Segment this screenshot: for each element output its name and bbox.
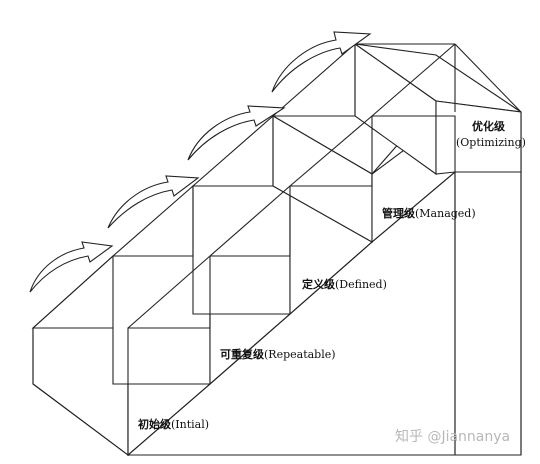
level-5-label-en: (Optimizing) [456, 136, 526, 149]
staircase-front-treads [32, 43, 436, 329]
level-labels: 初始级(Intial) 可重复级(Repeatable) 定义级(Defined… [138, 119, 526, 431]
step-5 [354, 42, 522, 176]
level-4-label: 管理级(Managed) [382, 206, 476, 220]
arrow-1 [29, 241, 114, 293]
arrow-2 [107, 175, 200, 229]
riser-back-1 [127, 383, 211, 456]
staircase [31, 42, 522, 457]
progress-arrows [29, 31, 372, 293]
arrow-4 [271, 31, 372, 93]
watermark: 知乎 @Jiannanya [395, 428, 510, 445]
step-5-side [435, 100, 522, 175]
riser-back-3 [289, 241, 373, 315]
tread-edge-2 [209, 185, 291, 257]
level-5-label-cn: 优化级 [472, 119, 506, 133]
tread-edge-3 [289, 115, 373, 187]
tread-edge-4 [371, 43, 456, 117]
level-3-label: 定义级(Defined) [302, 277, 387, 291]
step-3-riser [192, 185, 291, 315]
level-1-label: 初始级(Intial) [138, 417, 209, 431]
top-right-edge [454, 43, 522, 113]
tread-edge-1 [127, 255, 211, 329]
riser-back-2 [209, 313, 291, 385]
riser-back-4 [371, 171, 456, 243]
staircase-profile [32, 115, 456, 457]
level-2-label: 可重复级(Repeatable) [220, 347, 336, 361]
arrow-3 [187, 105, 286, 161]
